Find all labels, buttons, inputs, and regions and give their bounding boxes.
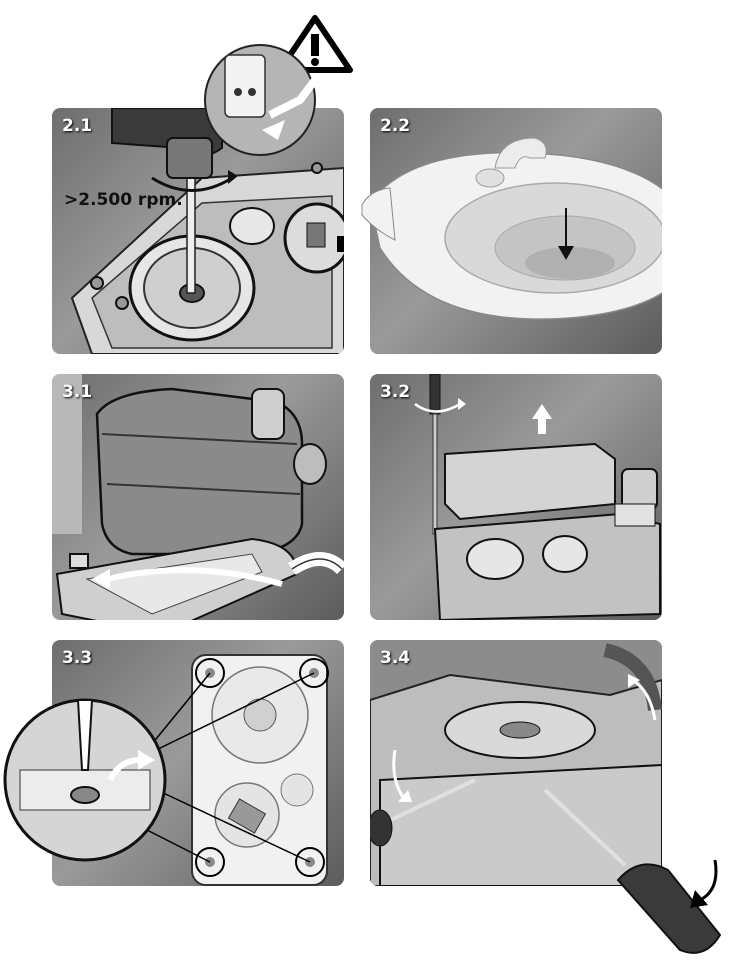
- up-arrow-icon: [532, 404, 552, 434]
- step-label: 3.1: [62, 382, 93, 402]
- tray-illustration: [52, 374, 344, 620]
- screwdriver-unscrew-illustration: [370, 640, 662, 886]
- step-panel-3-4: 3.4: [370, 640, 662, 886]
- lid-removal-illustration: [414, 374, 661, 620]
- drill-speed-label: >2.500 rpm.: [64, 190, 183, 210]
- rotate-arrow-icon: [414, 402, 461, 413]
- down-arrow-icon: [558, 246, 574, 260]
- basin-illustration: [370, 137, 662, 320]
- arrow-right-icon: [337, 236, 344, 252]
- step-label: 2.2: [380, 116, 411, 136]
- screw-locations-illustration: [146, 654, 329, 886]
- step-panel-3-3: 3.3: [52, 640, 344, 886]
- step-panel-2-2: 2.2: [370, 108, 662, 354]
- rotate-arrow-icon: [151, 176, 233, 192]
- step-panel-3-1: 3.1: [52, 374, 344, 620]
- step-label: 3.2: [380, 382, 411, 402]
- step-panel-2-1: 2.1 >2.500 rpm.: [52, 108, 344, 354]
- warning-triangle-icon: [277, 15, 353, 73]
- step-label: 3.3: [62, 648, 93, 668]
- step-panel-3-2: 3.2: [370, 374, 662, 620]
- step-label: 3.4: [380, 648, 411, 668]
- drill-illustration: [70, 108, 344, 354]
- step-label: 2.1: [62, 116, 93, 136]
